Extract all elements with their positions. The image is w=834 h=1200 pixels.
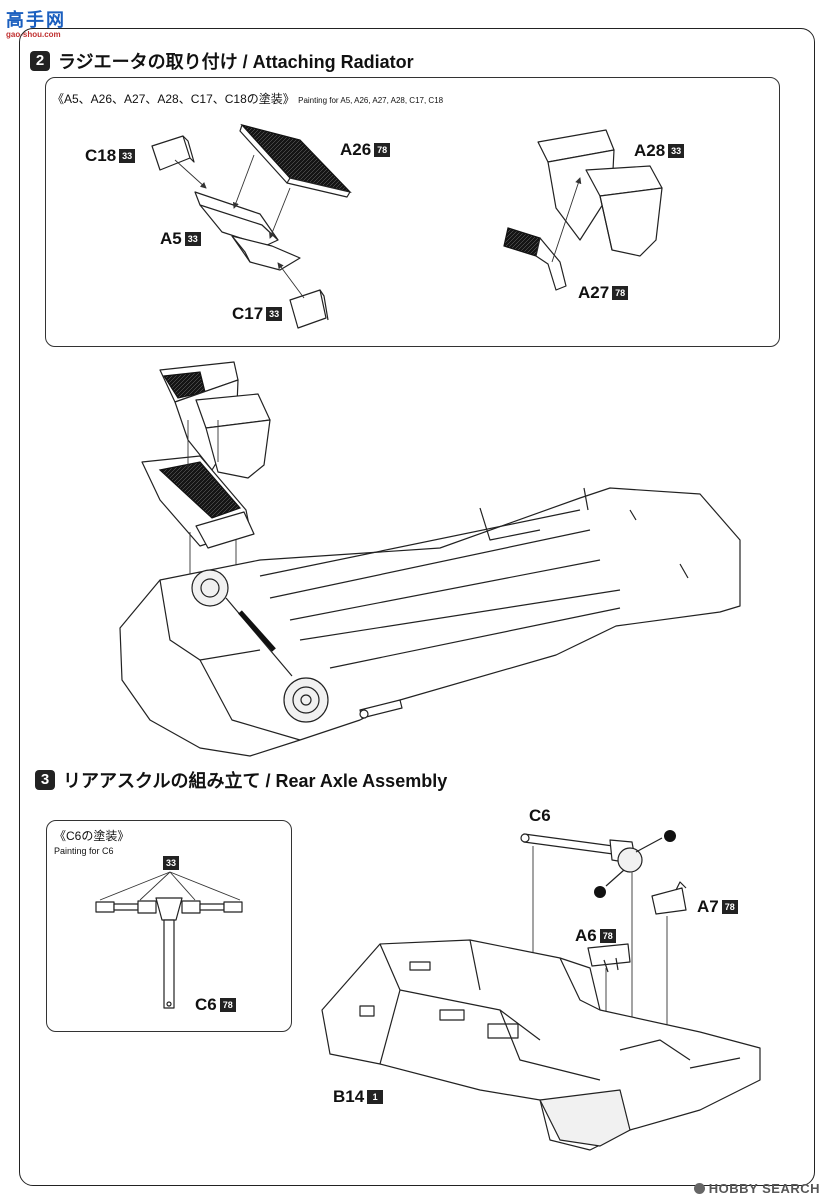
shroud-core-assembly-drawing [141,455,255,549]
part-a27-drawing [503,227,567,291]
part-a26-radiator-core-drawing [239,123,352,198]
color-code-badge: 78 [219,998,236,1012]
part-a6-drawing [587,943,631,973]
instruction-sheet-frame [19,28,815,1186]
chassis-main-drawing [119,487,741,757]
color-code-badge: 33 [266,307,283,321]
color-code-badge: 33 [163,856,179,870]
assembly-arrow [277,262,305,299]
step2-title: ラジエータの取り付け / Attaching Radiator [58,52,414,72]
step3-paint-note-en: Painting for C6 [54,846,114,856]
assembly-arrow [232,154,255,209]
color-code-badge: 1 [367,1090,384,1104]
paint-box-color-code: 33 [163,856,179,870]
part-a5-shroud-drawing [194,191,301,271]
assembly-arrow [269,187,291,239]
step3-number: 3 [35,770,55,790]
watermark-name: 高手网 [6,10,66,30]
step3-paint-note-jp: 《C6の塗装》 [54,829,130,843]
color-code-badge: 78 [374,143,391,157]
color-code-badge: 33 [119,149,136,163]
watermark-site: gao-shou.com [6,30,61,39]
step2-number: 2 [30,51,50,71]
assembly-arrow [551,177,582,263]
hobby-search-watermark: HOBBY SEARCH [693,1181,820,1196]
step2-paint-note-jp: 《A5、A26、A27、A28、C17、C18の塗装》 [52,92,295,106]
step2-paint-note: 《A5、A26、A27、A28、C17、C18の塗装》 Painting for… [52,90,443,107]
step2-heading: 2 ラジエータの取り付け / Attaching Radiator [30,48,414,74]
assembly-arrow [174,159,207,189]
color-code-badge: 78 [599,929,616,943]
c6-axle-drawing [520,830,676,898]
radiator-assembly-drawing [159,361,271,479]
color-code-badge: 78 [612,286,629,300]
watermark-logo: 高手网 gao-shou.com [6,6,66,39]
hobby-search-icon [693,1183,705,1194]
color-code-badge: 33 [668,144,685,158]
part-label-c6: C6 [529,806,551,825]
step3-paint-subassembly-box [46,820,292,1032]
step3-heading: 3 リアアスクルの組み立て / Rear Axle Assembly [35,767,447,793]
color-code-badge: 78 [721,900,738,914]
step2-paint-subassembly-box [45,77,780,347]
step3-title: リアアスクルの組み立て / Rear Axle Assembly [63,771,448,791]
part-c18-drawing [151,135,195,171]
chassis-b14-drawing [321,939,761,1151]
step2-paint-note-en: Painting for A5, A26, A27, A28, C17, C18 [298,96,444,105]
color-code-badge: 33 [184,232,201,246]
c6-axle-paint-diagram [95,871,243,1009]
part-a7-drawing [651,881,687,915]
part-c17-drawing [289,289,329,329]
part-a28-drawing [537,129,663,257]
